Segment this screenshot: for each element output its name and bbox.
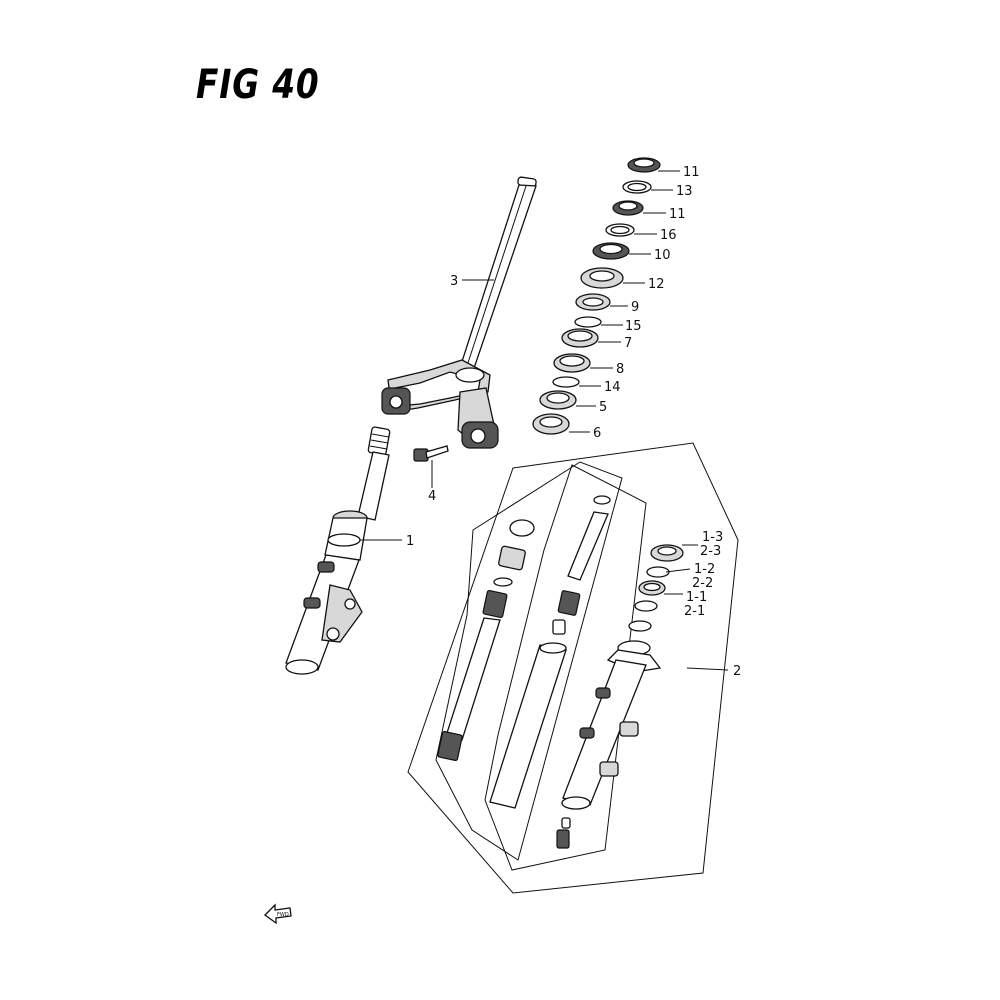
fork-internals-part-2[interactable] [437,495,684,849]
label-part-7: 7 [624,336,632,351]
label-part-9: 9 [631,300,639,315]
label-part-6: 6 [593,426,601,441]
steering-stem-part-3[interactable] [381,176,537,449]
fork-leg-part-1[interactable] [285,426,391,675]
label-part-4: 4 [428,489,436,504]
label-part-12: 12 [648,277,665,292]
label-part-16: 16 [660,228,677,243]
label-part-5: 5 [599,400,607,415]
bolt-part-4[interactable] [413,445,449,462]
steering-bearing-stack[interactable] [532,157,661,435]
label-part-11-top: 11 [683,165,700,180]
part-number-labels: 11 13 11 16 10 12 9 15 7 8 14 5 6 3 4 1 … [277,165,741,918]
label-part-2: 2 [733,664,741,679]
label-part-2-1: 2-1 [684,604,705,619]
label-part-1: 1 [406,534,414,549]
fwd-arrow-icon [264,903,292,925]
leader-lines [360,170,729,671]
label-part-3: 3 [450,274,458,289]
fwd-text: FWD [277,912,289,918]
label-part-11-second: 11 [669,207,686,222]
label-part-1-3: 1-3 [702,530,723,545]
label-part-2-3: 2-3 [700,544,721,559]
label-part-14: 14 [604,380,621,395]
label-part-1-1: 1-1 [686,590,707,605]
figure-title: FIG 40 [196,62,320,108]
label-part-8: 8 [616,362,624,377]
fork-exploded-frame [407,442,739,894]
label-part-15: 15 [625,319,642,334]
label-part-1-2: 1-2 [694,562,715,577]
label-part-13: 13 [676,184,693,199]
label-part-10: 10 [654,248,671,263]
label-part-2-2: 2-2 [692,576,713,591]
